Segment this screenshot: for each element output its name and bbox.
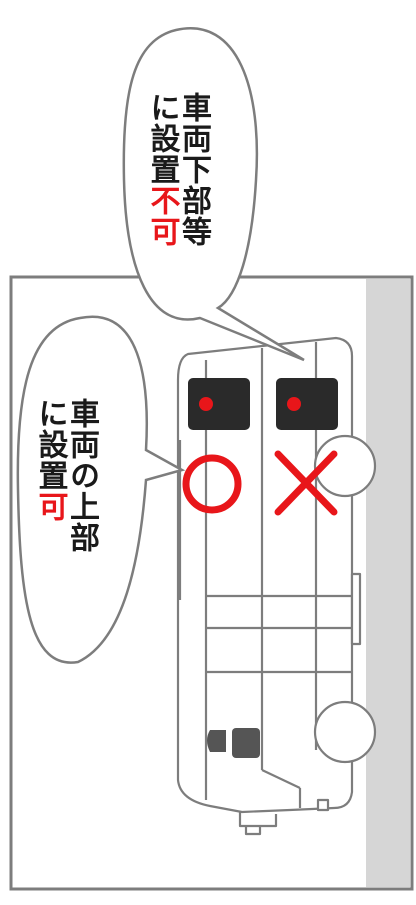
bumper <box>316 798 330 812</box>
side-mirror <box>238 812 278 828</box>
circle-icon <box>182 454 242 514</box>
upper-lamp-dot <box>199 397 213 411</box>
front-wheel <box>313 700 377 764</box>
left-bubble-line1: 車両の上部 <box>64 398 99 553</box>
top-bubble-shape <box>122 27 305 362</box>
cross-icon <box>274 450 338 516</box>
top-bubble-line2-prefix: に設置 <box>144 92 180 185</box>
rear-wheel <box>313 434 377 498</box>
side-step <box>350 572 362 646</box>
driver-figure-icon <box>207 728 260 758</box>
mirror-arm <box>244 826 262 836</box>
lower-lamp-dot <box>287 397 301 411</box>
upper-lamp <box>188 378 250 430</box>
lower-lamp <box>276 378 338 430</box>
top-bubble-line1: 車両下部等 <box>176 92 211 247</box>
left-bubble-line2-prefix: に設置 <box>32 398 68 491</box>
left-bubble-line2-accent: 可 <box>32 491 68 522</box>
left-bubble-text: 車両の上部 に設置可 <box>32 398 100 598</box>
top-bubble-line2-accent: 不可 <box>144 185 180 247</box>
top-bubble-text: 車両下部等 に設置不可 <box>144 92 212 292</box>
ground-strip <box>366 279 410 887</box>
left-bubble-shape <box>16 315 186 664</box>
windshield <box>261 769 301 789</box>
